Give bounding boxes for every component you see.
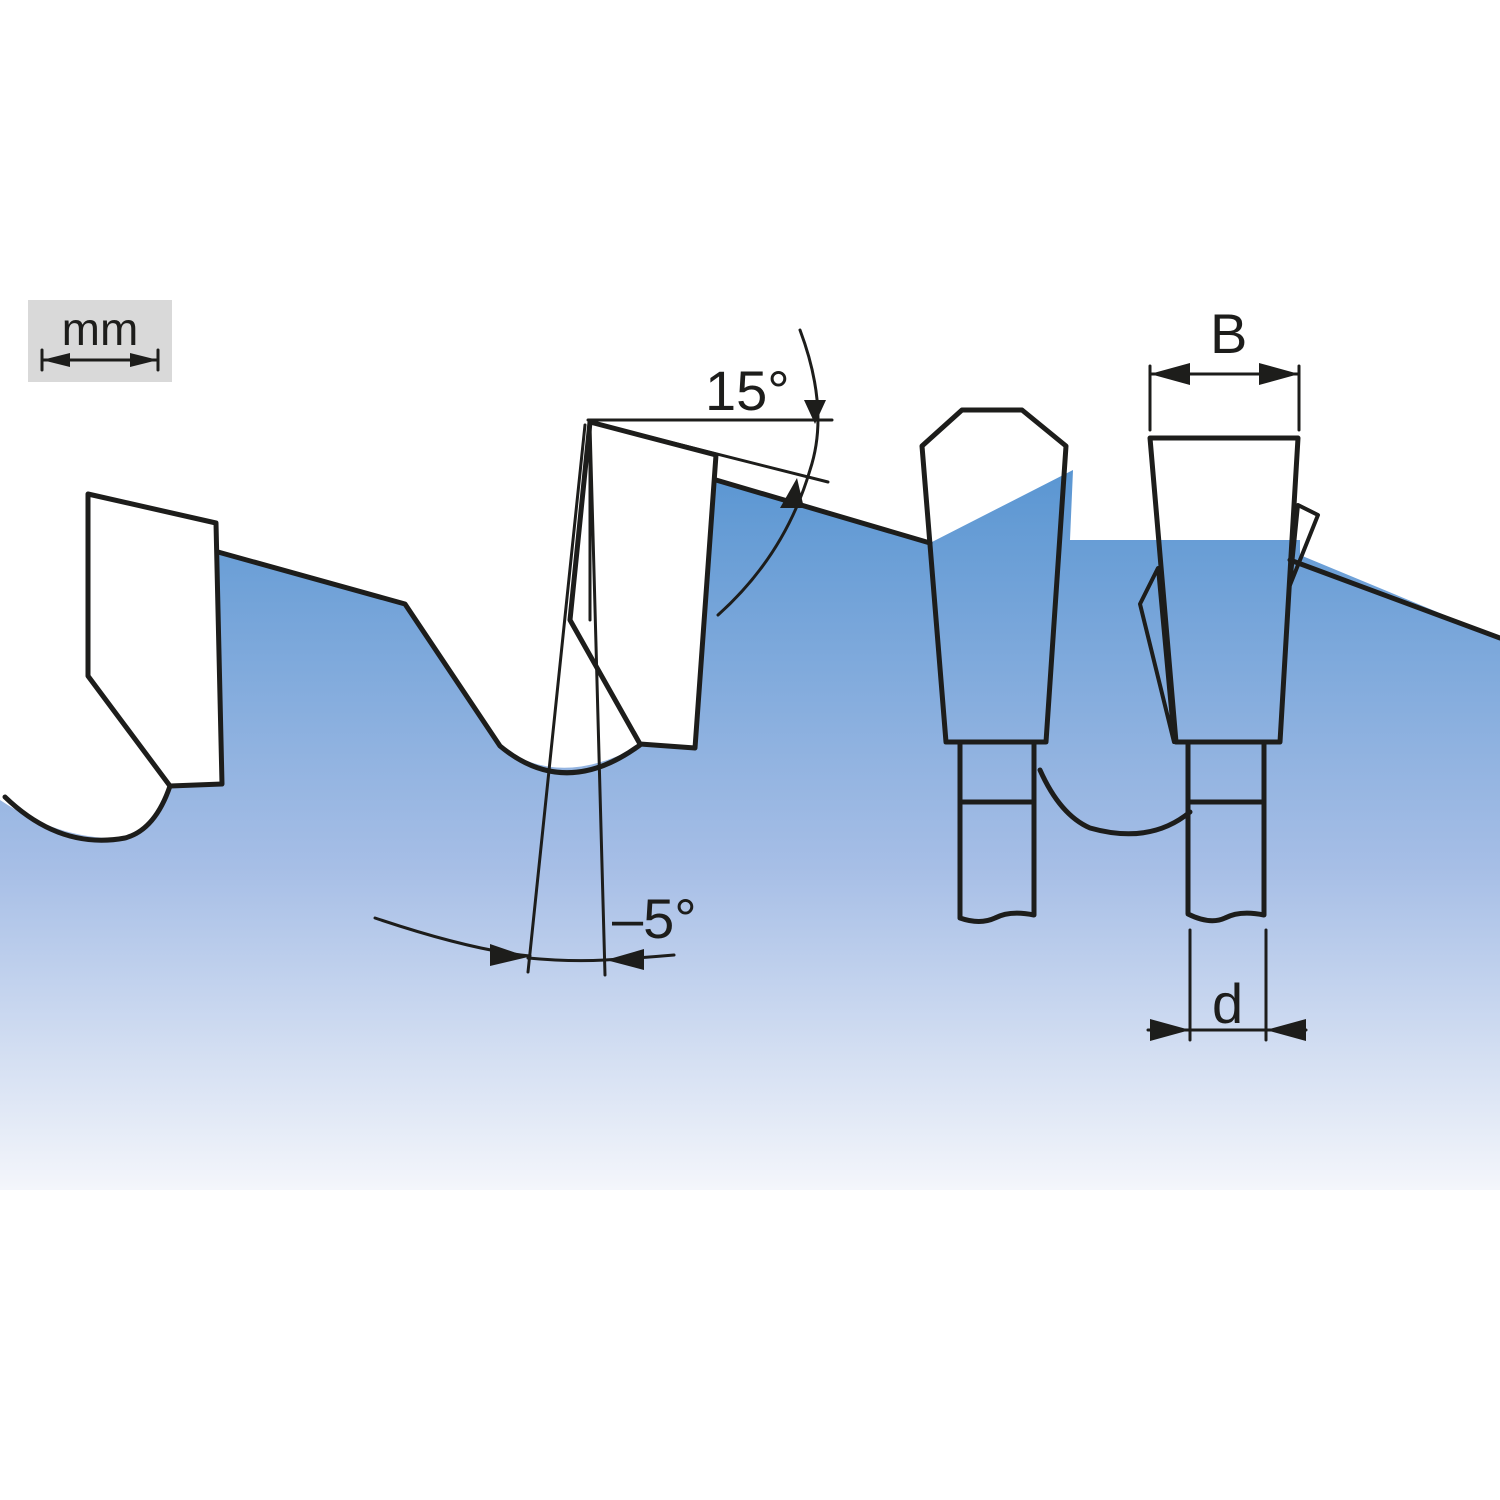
blade-body xyxy=(0,470,1500,1190)
plate-arrow-left xyxy=(1150,1019,1190,1041)
unit-badge-bg xyxy=(28,300,172,382)
tooth-side-bevel-left xyxy=(1138,566,1176,744)
clearance-line-2 xyxy=(588,423,607,977)
clearance-line-1 xyxy=(526,423,587,974)
hook-arrow-bottom xyxy=(780,478,804,508)
unit-badge: mm xyxy=(28,300,172,382)
hook-angle-label: 15° xyxy=(705,359,790,422)
clearance-angle-label: –5° xyxy=(612,887,697,950)
unit-arrow-left xyxy=(42,353,70,367)
blade-back-3 xyxy=(1287,557,1500,641)
clearance-arrow-left xyxy=(490,944,528,966)
shank-left-section xyxy=(957,799,1037,924)
kerf-arrow-right xyxy=(1259,363,1299,385)
unit-arrow-right xyxy=(130,353,158,367)
tooth-side-bevel xyxy=(1288,503,1320,587)
clearance-arc-mid xyxy=(526,953,676,963)
blade-outline xyxy=(2,783,173,843)
kerf-arrow-left xyxy=(1150,363,1190,385)
clearance-arrow-right xyxy=(606,949,644,970)
blade-back-2 xyxy=(713,477,933,546)
gullet-right xyxy=(1037,767,1193,837)
plate-arrow-right xyxy=(1266,1019,1306,1041)
kerf-width-label: B xyxy=(1210,302,1247,365)
unit-badge-label: mm xyxy=(62,303,139,355)
hook-face-line xyxy=(588,420,830,484)
hook-angle-arc xyxy=(716,328,820,617)
tooth-front-view-left xyxy=(919,407,1069,745)
tooth-front-view-right xyxy=(1147,435,1301,745)
carbide-tooth-left xyxy=(85,491,225,789)
blade-back-1 xyxy=(215,549,643,776)
shank-right-section xyxy=(1185,799,1267,924)
plate-thickness-label: d xyxy=(1212,972,1243,1035)
hook-arrow-top xyxy=(804,400,826,424)
